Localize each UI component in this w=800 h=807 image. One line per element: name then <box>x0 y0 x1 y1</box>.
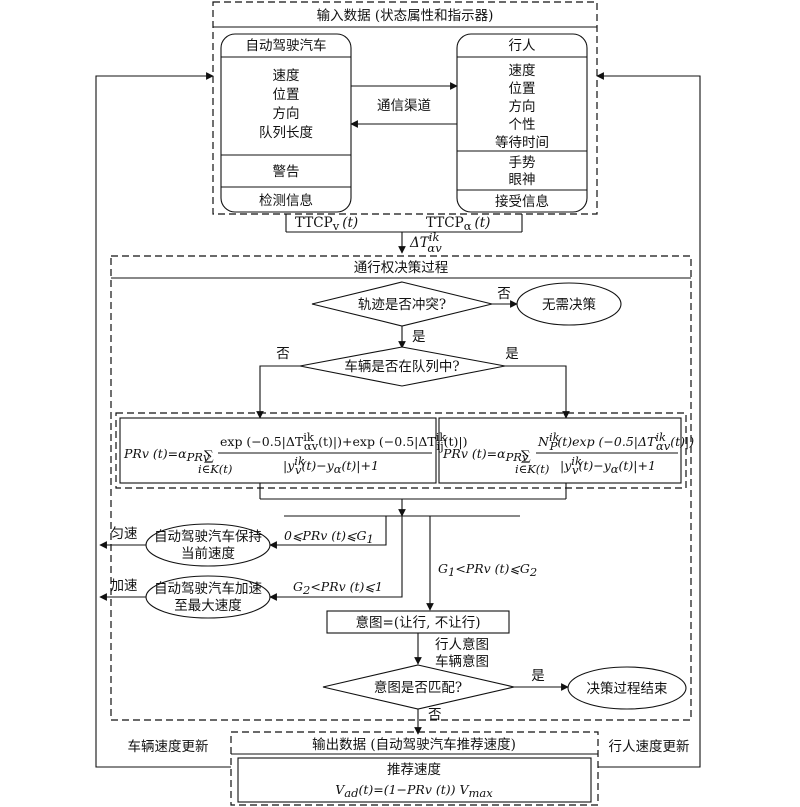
formula-left-sum-sub: i∈K(t) <box>198 462 232 476</box>
formula-right-lhs: PRv (t)=αPRv <box>442 446 529 464</box>
decision-panel: 通行权决策过程 <box>110 255 692 721</box>
formula-left-sum: ∑ <box>204 448 214 464</box>
yes-label-1: 是 <box>412 329 426 345</box>
branch-intent: G1<PRv (t)⩽G2 意图=(让行, 不让行) 行人意图 车辆意图 <box>326 516 537 670</box>
end-label: 决策过程结束 <box>587 680 668 697</box>
no-decision-label: 无需决策 <box>542 296 596 313</box>
ped-update-label: 行人速度更新 <box>609 739 690 755</box>
ped-attr-direction: 方向 <box>509 99 536 115</box>
ped-signal-gesture: 手势 <box>509 155 536 171</box>
decision-panel-title: 通行权决策过程 <box>354 259 449 276</box>
queue-decision: 车辆是否在队列中? 否 是 <box>256 346 570 419</box>
cond-1-label: 0⩽PRv (t)⩽G1 <box>284 528 374 546</box>
formula-right-sum-sub: i∈K(t) <box>515 462 549 476</box>
av-detect: 检测信息 <box>259 192 313 209</box>
cond-3-label: G2<PRv (t)⩽1 <box>293 579 383 597</box>
formula-panel <box>115 412 687 489</box>
feedback-loops: 车辆速度更新 行人速度更新 <box>95 72 701 768</box>
accelerate-label: 加速 <box>111 578 138 594</box>
av-attr-queue: 队列长度 <box>259 125 313 141</box>
conflict-decision: 轨迹是否冲突? 否 无需决策 是 <box>311 281 622 349</box>
branch-accelerate: 自动驾驶汽车加速 至最大速度 加速 G2<PRv (t)⩽1 <box>99 516 403 619</box>
av-warning: 警告 <box>273 164 300 180</box>
ped-box: 行人 速度 位置 方向 个性 等待时间 手势 眼神 接受信息 <box>456 33 588 213</box>
yes-label-3: 是 <box>531 668 545 684</box>
uniform-label: 匀速 <box>111 526 138 542</box>
vehicle-update-label: 车辆速度更新 <box>128 738 209 755</box>
ped-attr-speed: 速度 <box>509 63 536 79</box>
match-question: 意图是否匹配? <box>374 679 462 696</box>
max-speed-line1: 自动驾驶汽车加速 <box>154 580 262 597</box>
no-label-3: 否 <box>428 707 442 723</box>
conflict-question: 轨迹是否冲突? <box>358 297 446 313</box>
ped-box-title: 行人 <box>509 38 537 54</box>
match-decision: 意图是否匹配? 是 决策过程结束 否 <box>322 664 687 735</box>
input-panel-title: 输入数据 (状态属性和指示器) <box>317 8 494 24</box>
output-panel: 输出数据 (自动驾驶汽车推荐速度) 推荐速度 Vad(t)=(1−PRv (t)… <box>230 731 599 806</box>
av-box-title: 自动驾驶汽车 <box>246 37 327 54</box>
max-speed-line2: 至最大速度 <box>174 598 242 614</box>
keep-speed-line2: 当前速度 <box>181 545 235 562</box>
av-attr-position: 位置 <box>273 87 300 103</box>
av-box: 自动驾驶汽车 速度 位置 方向 队列长度 警告 检测信息 <box>220 33 352 213</box>
keep-speed-line1: 自动驾驶汽车保持 <box>154 528 262 545</box>
input-panel: 输入数据 (状态属性和指示器) <box>212 1 598 215</box>
channel-arrows: 通信渠道 <box>350 82 458 128</box>
ped-attr-position: 位置 <box>509 81 536 97</box>
intent-box-label: 意图=(让行, 不让行) <box>356 614 481 631</box>
branch-uniform: 自动驾驶汽车保持 当前速度 匀速 0⩽PRv (t)⩽G1 <box>99 516 387 567</box>
ped-attr-waiting: 等待时间 <box>495 134 549 151</box>
cond-2-label: G1<PRv (t)⩽G2 <box>438 561 537 579</box>
intent-label-ped: 行人意图 <box>435 636 489 653</box>
channel-label: 通信渠道 <box>377 98 431 114</box>
ped-attr-personality: 个性 <box>509 117 536 133</box>
no-label-2: 否 <box>276 346 290 362</box>
intent-label-vehicle: 车辆意图 <box>435 653 489 670</box>
formula-left-lhs: PRv (t)=αPRv <box>123 446 210 464</box>
ttcp-v-label: TTCPv(t) <box>295 215 358 233</box>
ped-receive: 接受信息 <box>495 193 549 210</box>
no-label-1: 否 <box>497 286 511 302</box>
output-panel-title: 输出数据 (自动驾驶汽车推荐速度) <box>312 736 516 753</box>
av-attr-speed: 速度 <box>273 68 300 84</box>
av-attr-direction: 方向 <box>273 106 300 122</box>
queue-question: 车辆是否在队列中? <box>344 358 459 375</box>
ped-signal-eyes: 眼神 <box>509 172 536 188</box>
ttcp-a-label: TTCPα(t) <box>426 215 490 233</box>
speed-formula: Vad(t)=(1−PRv (t)) Vmax <box>335 782 493 800</box>
formula-right-sum: ∑ <box>521 448 531 464</box>
yes-label-2: 是 <box>505 346 519 362</box>
recommend-label: 推荐速度 <box>387 762 441 778</box>
